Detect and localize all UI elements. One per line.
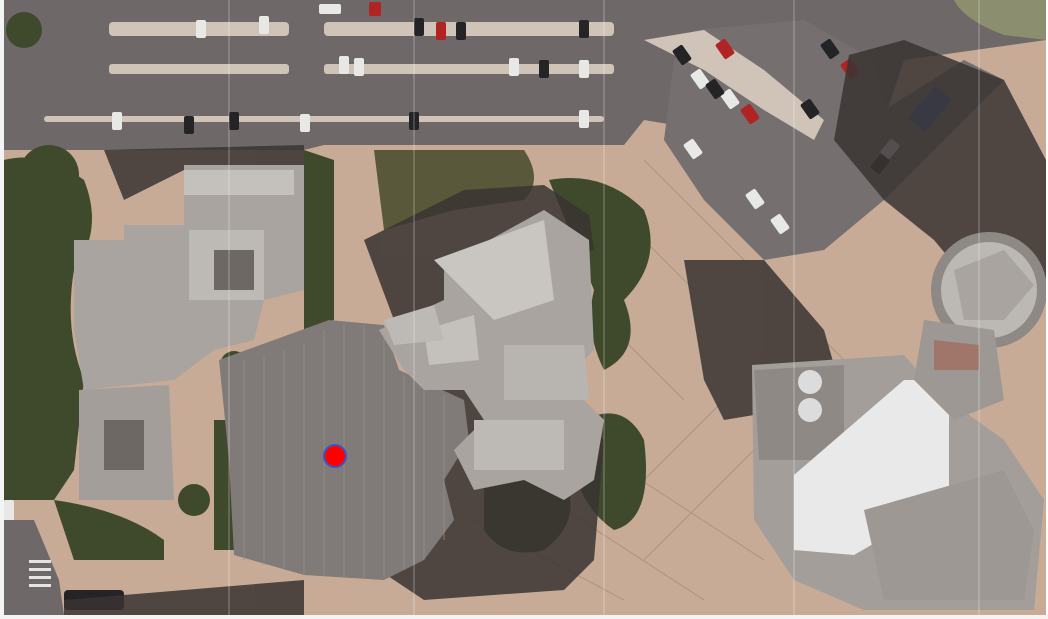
location-marker[interactable]: [323, 444, 347, 468]
frame-edge-left: [0, 0, 4, 619]
roundabout-edge: [954, 0, 1046, 40]
building-east: [752, 355, 1044, 610]
frame-edge-bottom: [0, 615, 1048, 619]
building-central: [379, 210, 604, 500]
building-west: [74, 165, 304, 500]
rotunda-building: [914, 232, 1046, 420]
street-corner: [4, 520, 64, 615]
tile-seams: [228, 0, 980, 615]
tree-canopy: [4, 12, 651, 560]
satellite-map[interactable]: [4, 0, 1046, 615]
crosswalk: [29, 560, 51, 587]
